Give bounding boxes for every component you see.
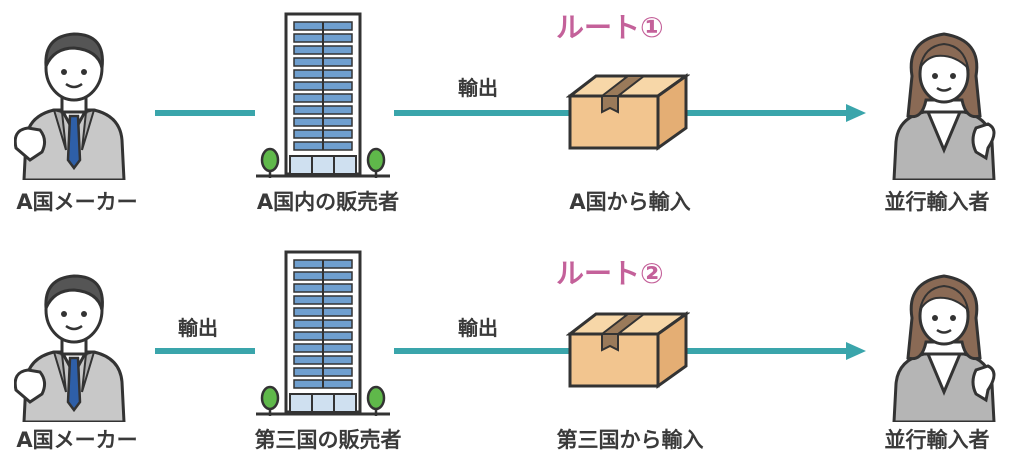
connector-line	[155, 348, 255, 354]
seller-label: 第三国の販売者	[254, 428, 402, 452]
cardboard-box-icon	[566, 73, 690, 151]
office-building-icon	[256, 250, 390, 416]
manufacturer-label: A国メーカー	[16, 190, 138, 214]
office-building-icon	[256, 12, 390, 178]
importer-label: 並行輸入者	[884, 428, 990, 452]
export-label: 輸出	[458, 76, 498, 100]
connector-line	[155, 110, 255, 116]
cardboard-box-icon	[566, 311, 690, 389]
manufacturer-label: A国メーカー	[16, 428, 138, 452]
route-2-title: ルート②	[556, 257, 664, 290]
import-label: 第三国から輸入	[556, 428, 704, 452]
export-label: 輸出	[458, 316, 498, 340]
export-label: 輸出	[178, 316, 218, 340]
businessman-icon	[14, 32, 126, 180]
import-label: A国から輸入	[569, 190, 691, 214]
route-1-title: ルート①	[556, 11, 664, 44]
businesswoman-icon	[892, 32, 996, 180]
seller-label: A国内の販売者	[256, 190, 400, 214]
importer-label: 並行輸入者	[884, 190, 990, 214]
businesswoman-icon	[892, 274, 996, 422]
businessman-icon	[14, 274, 126, 422]
